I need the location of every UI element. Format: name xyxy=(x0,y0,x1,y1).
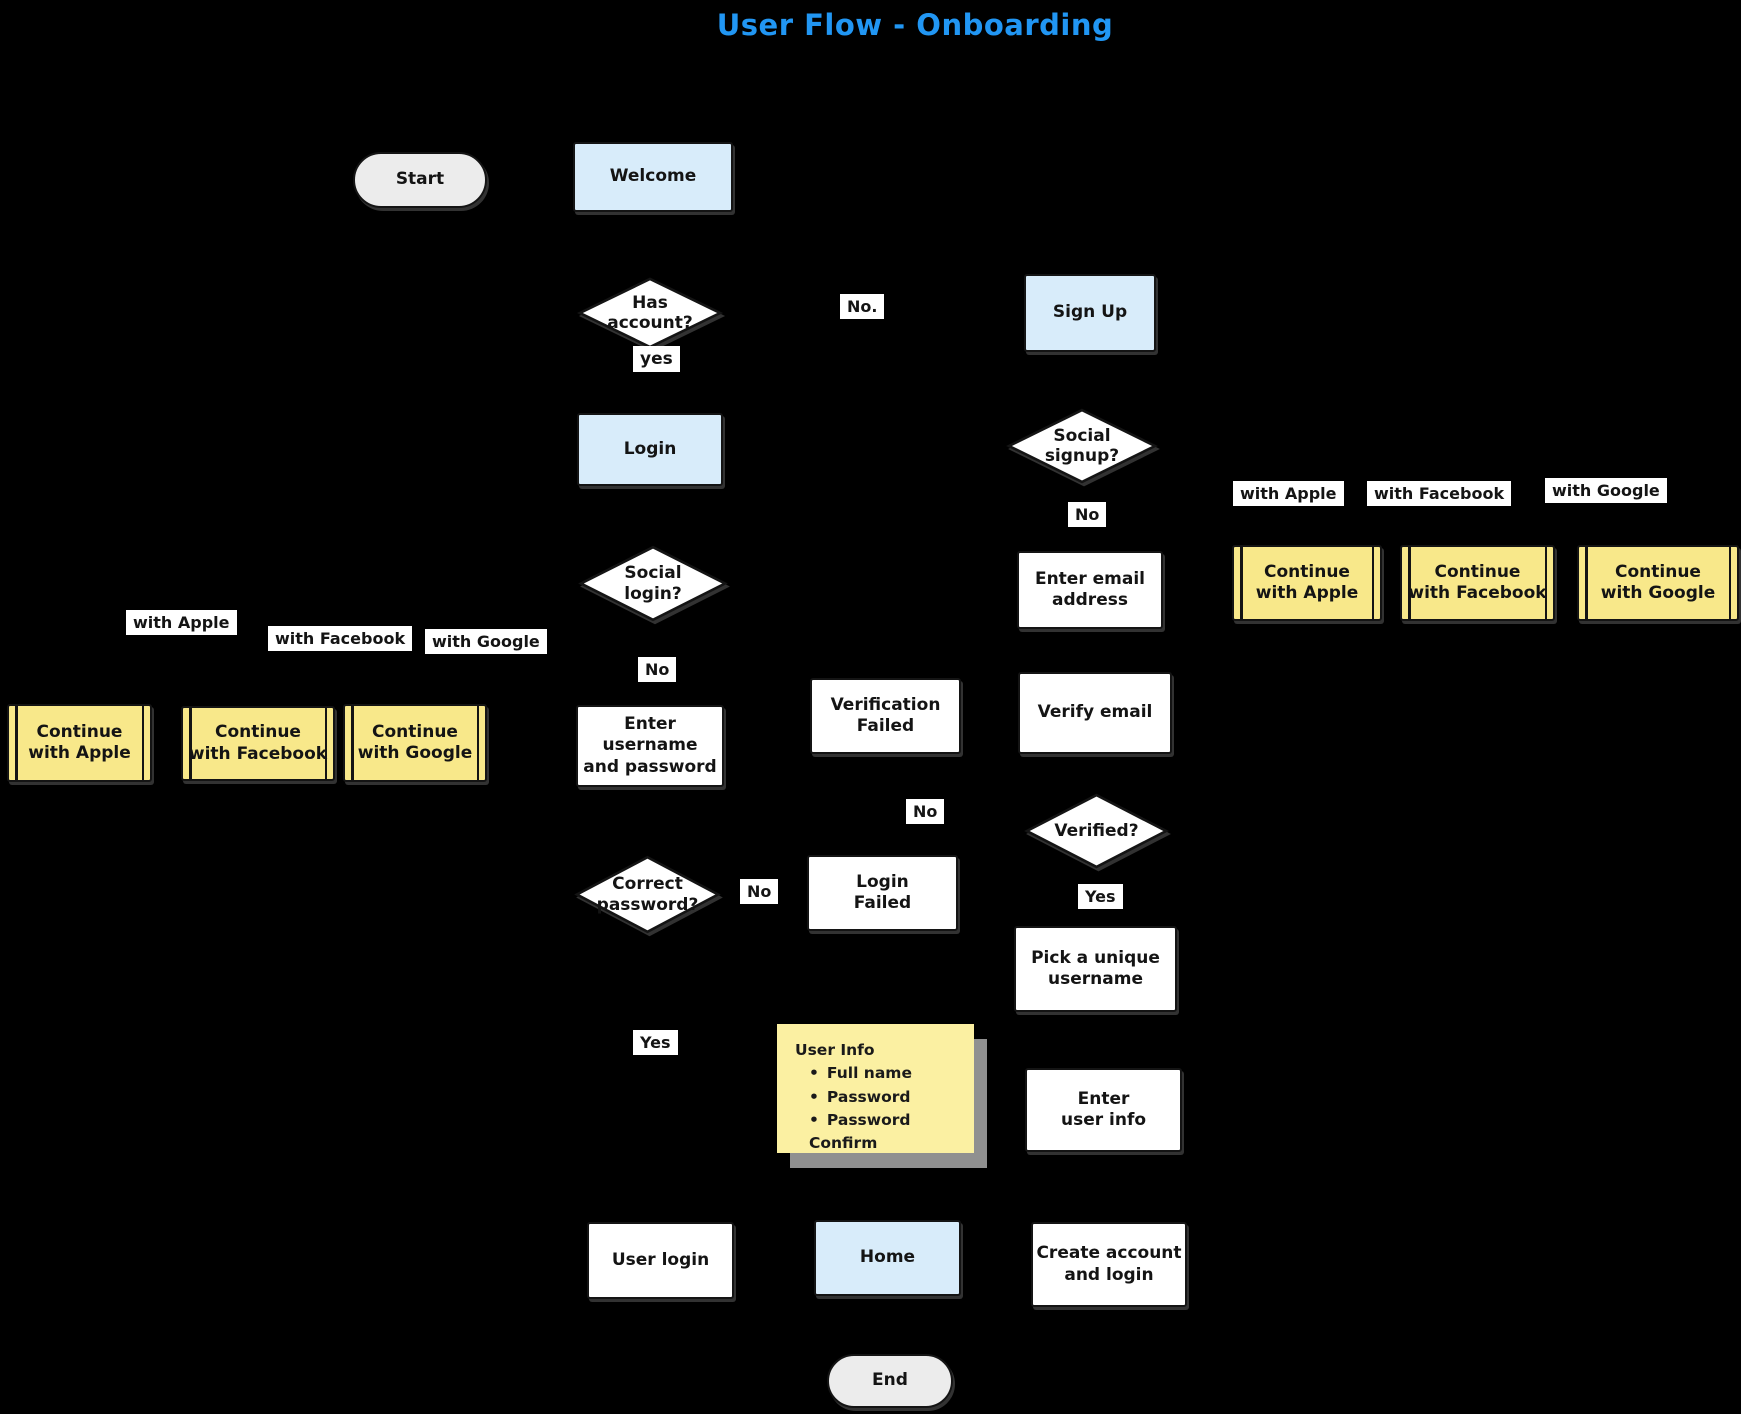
sticky-note-item: • Password xyxy=(795,1086,964,1109)
node-continue-google-left: Continue with Google xyxy=(343,704,487,782)
node-verification-failed: Verification Failed xyxy=(810,678,961,754)
node-login-label: Login xyxy=(623,438,677,459)
sticky-note-item-text: Password xyxy=(826,1087,911,1106)
node-continue-apple-left: Continue with Apple xyxy=(7,704,152,782)
decision-social-login: Social login? xyxy=(578,544,728,623)
decision-has-account: Has account? xyxy=(577,276,723,350)
node-pick-username-label: Pick a unique username xyxy=(1031,947,1160,989)
node-enter-user-info: Enter user info xyxy=(1025,1068,1182,1152)
node-continue-apple-left-label: Continue with Apple xyxy=(28,721,131,763)
sticky-note-item: • Full name xyxy=(795,1062,964,1085)
node-end: End xyxy=(827,1354,953,1408)
edge-label-has-account-yes: yes xyxy=(633,346,680,372)
edge-label-with-apple-right: with Apple xyxy=(1233,481,1344,506)
node-create-account-label: Create account and login xyxy=(1036,1243,1182,1285)
edge-label-has-account-no: No. xyxy=(840,294,885,319)
node-continue-google-left-label: Continue with Google xyxy=(357,721,473,763)
edge-label-verified-no: No xyxy=(906,799,945,824)
node-continue-google-right: Continue with Google xyxy=(1577,545,1739,621)
node-end-label: End xyxy=(872,1370,908,1391)
node-user-login-label: User login xyxy=(611,1249,710,1270)
node-continue-apple-right-label: Continue with Apple xyxy=(1255,561,1359,603)
node-verification-failed-label: Verification Failed xyxy=(830,694,941,736)
edge-label-social-login-no: No xyxy=(638,657,677,682)
bullet-glyph: • xyxy=(809,1110,819,1129)
node-welcome-label: Welcome xyxy=(609,166,697,187)
node-enter-email: Enter email address xyxy=(1017,551,1163,629)
node-welcome: Welcome xyxy=(573,142,733,212)
bullet-glyph: • xyxy=(809,1087,819,1106)
sticky-note-user-info: User Info •Full name •Password •Password… xyxy=(777,1024,974,1153)
node-start-label: Start xyxy=(395,169,445,190)
diamond-shape xyxy=(577,276,723,350)
edge-label-with-google-right: with Google xyxy=(1545,478,1667,503)
node-sign-up-label: Sign Up xyxy=(1052,302,1128,323)
node-home-label: Home xyxy=(859,1247,916,1268)
diamond-shape xyxy=(574,854,721,935)
bullet-glyph: • xyxy=(809,1064,819,1083)
edge-label-with-google-left: with Google xyxy=(425,629,547,654)
node-verify-email-label: Verify email xyxy=(1037,702,1153,723)
node-start: Start xyxy=(353,152,487,208)
node-login-failed: Login Failed xyxy=(807,855,958,931)
sticky-note-item: •Password Confirm xyxy=(795,1109,964,1156)
decision-social-signup: Social signup? xyxy=(1006,407,1158,485)
node-enter-user-info-label: Enter user info xyxy=(1060,1088,1147,1130)
node-create-account: Create account and login xyxy=(1031,1222,1187,1307)
node-home: Home xyxy=(814,1220,961,1296)
node-continue-apple-right: Continue with Apple xyxy=(1232,545,1382,621)
edge-label-with-apple-left: with Apple xyxy=(126,610,237,635)
node-continue-facebook-right: Continue with Facebook xyxy=(1400,545,1555,621)
edge-label-with-facebook-left: with Facebook xyxy=(268,626,413,651)
diagram-title: User Flow - Onboarding xyxy=(716,8,1114,42)
node-continue-google-right-label: Continue with Google xyxy=(1600,561,1716,603)
node-pick-username: Pick a unique username xyxy=(1014,926,1177,1012)
node-enter-username-label: Enter username and password xyxy=(583,714,717,777)
decision-correct-password: Correct password? xyxy=(574,854,721,935)
node-enter-username: Enter username and password xyxy=(576,705,724,787)
edge-label-with-facebook-right: with Facebook xyxy=(1367,481,1512,506)
diamond-shape xyxy=(578,544,728,623)
node-continue-facebook-left: Continue with Facebook xyxy=(181,706,335,781)
node-login: Login xyxy=(577,413,723,486)
node-user-login: User login xyxy=(587,1222,734,1299)
sticky-note-item-text: Password Confirm xyxy=(809,1110,911,1152)
edge-label-password-yes: Yes xyxy=(633,1030,678,1055)
diamond-shape xyxy=(1006,407,1158,485)
node-verify-email: Verify email xyxy=(1018,672,1172,754)
sticky-note-title: User Info xyxy=(795,1041,875,1059)
sticky-note-item-text: Full name xyxy=(826,1064,912,1083)
edge-label-social-signup-no: No xyxy=(1068,502,1107,527)
node-login-failed-label: Login Failed xyxy=(853,871,912,913)
node-sign-up: Sign Up xyxy=(1024,274,1156,352)
node-continue-facebook-left-label: Continue with Facebook xyxy=(188,722,328,764)
diamond-shape xyxy=(1024,792,1169,870)
edge-label-verified-yes: Yes xyxy=(1078,884,1123,909)
edge-label-password-no: No xyxy=(740,879,779,904)
node-continue-facebook-right-label: Continue with Facebook xyxy=(1408,561,1547,603)
node-enter-email-label: Enter email address xyxy=(1034,568,1146,610)
decision-verified: Verified? xyxy=(1024,792,1169,870)
